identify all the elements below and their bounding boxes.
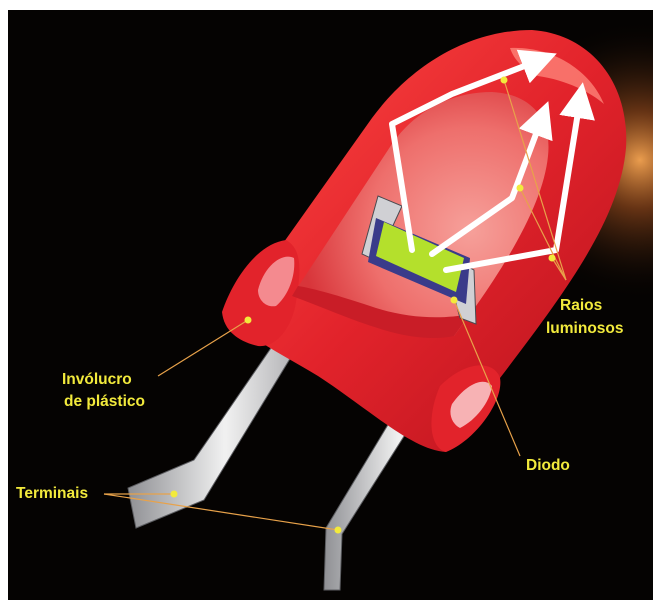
label-rays-line2: luminosos	[546, 320, 624, 337]
label-rays-line1: Raios	[560, 297, 602, 314]
dot-terminals-2	[335, 527, 342, 534]
dot-diode	[451, 297, 458, 304]
dot-rays-1	[501, 77, 508, 84]
dot-envelope	[245, 317, 252, 324]
label-terminals: Terminais	[16, 485, 88, 502]
dot-rays-2	[517, 185, 524, 192]
dot-terminals-1	[171, 491, 178, 498]
dot-rays-3	[549, 255, 556, 262]
label-envelope-line2: de plástico	[64, 393, 145, 410]
label-envelope-line1: Invólucro	[62, 371, 132, 388]
label-diode: Diodo	[526, 457, 570, 474]
